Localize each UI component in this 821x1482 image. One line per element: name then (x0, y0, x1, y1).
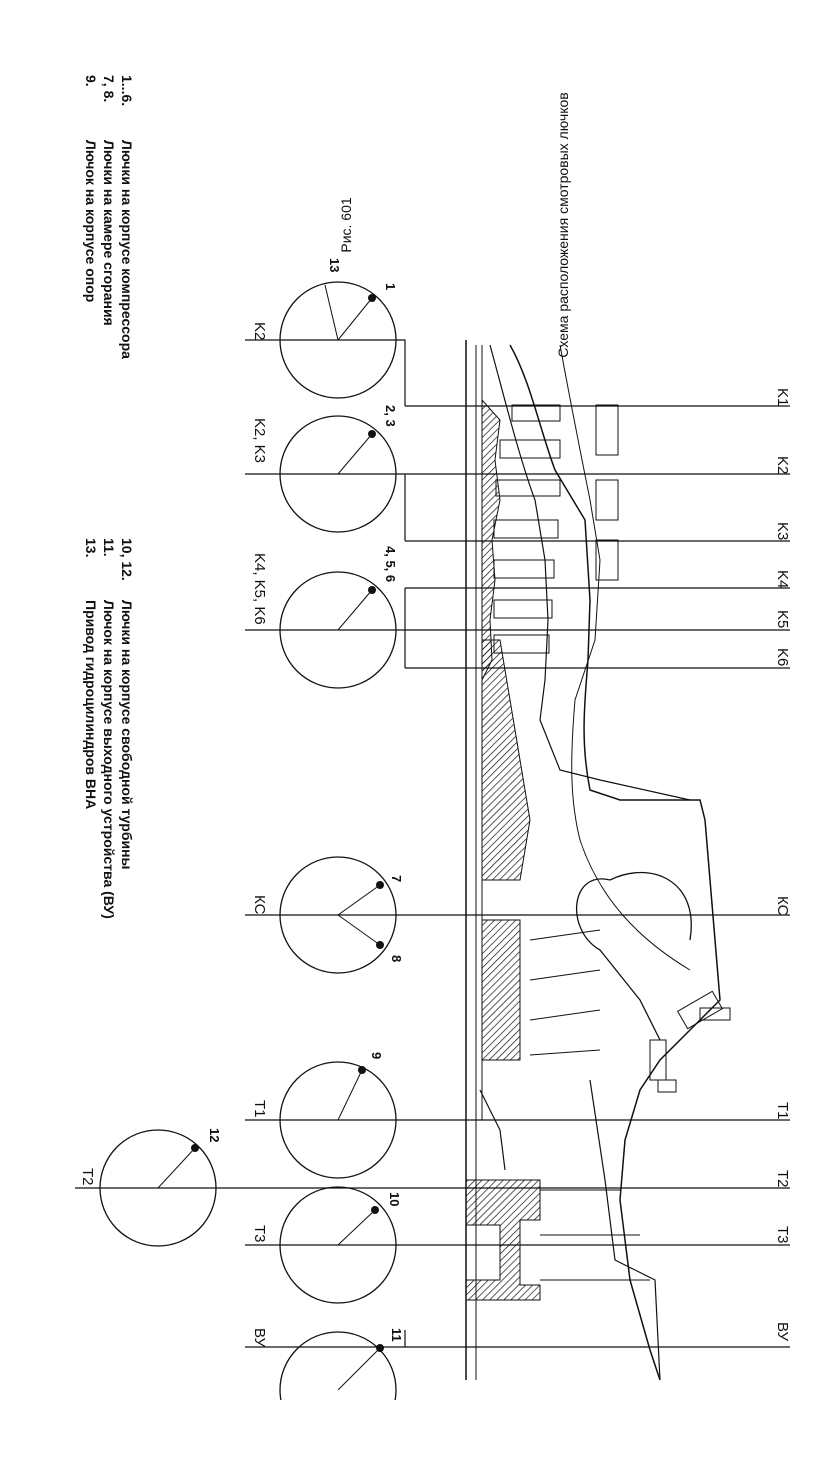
station-labels: K1 K2 K3 K4 K5 K6 КС T1 T2 T3 ВУ (774, 388, 791, 1342)
circle-k2-k3: 2, 3 K2, K3 (251, 405, 398, 533)
hatch-dot (376, 1344, 384, 1352)
circle-station-label: T3 (251, 1225, 268, 1243)
station-label-t3: T3 (774, 1226, 791, 1244)
hatch-circles: 1 13 K2 2, 3 K2, K3 4, 5, 6 K4, K5, K6 (79, 258, 404, 1449)
rotor-cone-hatch (481, 639, 531, 881)
free-turbine-hatch (465, 1179, 541, 1301)
figure-number: Рис. 601 (338, 197, 354, 253)
engine-section (465, 340, 731, 1381)
flow-path-outer (559, 344, 691, 971)
hatch-dot (376, 881, 384, 889)
circle-k4-k5-k6: 4, 5, 6 K4, K5, K6 (251, 546, 398, 689)
hatch-dot (191, 1144, 199, 1152)
circle-station-label: КС (251, 895, 268, 915)
compressor-casing (509, 344, 721, 1381)
circle-station-label: K2 (251, 322, 268, 340)
igniter-icon (649, 990, 731, 1093)
circle-station-label: ВУ (251, 1328, 268, 1348)
circle-t1: 9 T1 (251, 1052, 397, 1179)
station-label-k2: K2 (774, 456, 791, 474)
legend-item-2: 7, 8. (101, 75, 117, 102)
circle-kc: 7 8 КС (251, 856, 404, 974)
exhaust-cone (479, 1079, 661, 1381)
turbine-disc-hatch (481, 919, 521, 1061)
hatch-label-13: 13 (327, 258, 342, 272)
compressor-rotor-hatch (481, 398, 501, 681)
hatch-label-8: 8 (389, 955, 404, 962)
combustion-chamber (576, 871, 692, 1041)
legend-item-5: 11. (101, 538, 117, 557)
hatch-label-2-3: 2, 3 (383, 405, 398, 427)
hatch-label-7: 7 (389, 875, 404, 882)
circle-t3: 10 T3 (251, 1186, 402, 1304)
hatch-label-1: 1 (383, 283, 398, 290)
circle-t2: 12 T2 (79, 1128, 222, 1247)
hatch-dot (376, 941, 384, 949)
compressor-blades (493, 404, 619, 654)
legend-text-4: Лючки на корпусе свободной турбины (119, 600, 135, 869)
turbine-blades (529, 929, 650, 1281)
circle-station-label: K4, K5, K6 (251, 553, 268, 625)
hatch-dot (371, 1206, 379, 1214)
compressor-inner-casing (489, 344, 691, 801)
caption-title: Схема расположения смотровых лючков (555, 92, 571, 357)
hatch-label-10: 10 (387, 1192, 402, 1206)
station-label-t1: T1 (774, 1102, 791, 1120)
legend-text-5: Лючок на корпусе выходного устройства (В… (101, 600, 117, 919)
legend-text-1: Лючки на корпусе компрессора (119, 140, 135, 359)
station-label-k3: K3 (774, 522, 791, 540)
circle-station-label: T1 (251, 1100, 268, 1118)
legend-item-4: 10, 12. (119, 538, 135, 581)
crop-mask (240, 1400, 821, 1482)
hatch-dot (368, 430, 376, 438)
legend-item-6: 13. (83, 538, 99, 557)
caption: Схема расположения смотровых лючков Рис.… (338, 92, 571, 357)
hatch-label-9: 9 (369, 1052, 384, 1059)
station-label-k1: K1 (774, 388, 791, 406)
legend-text-6: Привод гидроцилиндров ВНА (83, 600, 99, 809)
legend-text-2: Лючки на камере сгорания (101, 140, 117, 326)
station-label-vu: ВУ (774, 1322, 791, 1342)
hatch-dot (368, 586, 376, 594)
legend-text-3: Лючок на корпусе опор (83, 140, 99, 302)
legend-left: 1...6. Лючки на корпусе компрессора 7, 8… (83, 75, 135, 359)
station-label-k5: K5 (774, 610, 791, 628)
legend-right: 10, 12. Лючки на корпусе свободной турби… (83, 538, 135, 919)
circle-vu: 11 ВУ (251, 1328, 404, 1449)
legend-item-1: 1...6. (119, 75, 135, 106)
circle-station-label: K2, K3 (251, 418, 268, 463)
station-label-k4: K4 (774, 570, 791, 588)
station-label-t2: T2 (774, 1170, 791, 1188)
station-label-k6: K6 (774, 648, 791, 666)
circle-k2: 1 13 K2 (251, 258, 398, 399)
hatch-label-11: 11 (389, 1328, 404, 1342)
legend-item-3: 9. (83, 75, 99, 87)
circle-station-label: T2 (79, 1168, 96, 1186)
hatch-label-12: 12 (207, 1128, 222, 1142)
hatch-label-4-5-6: 4, 5, 6 (383, 546, 398, 582)
station-label-kc: КС (774, 896, 791, 916)
hatch-dot (368, 294, 376, 302)
station-lines (75, 339, 790, 1348)
hatch-dot (358, 1066, 366, 1074)
